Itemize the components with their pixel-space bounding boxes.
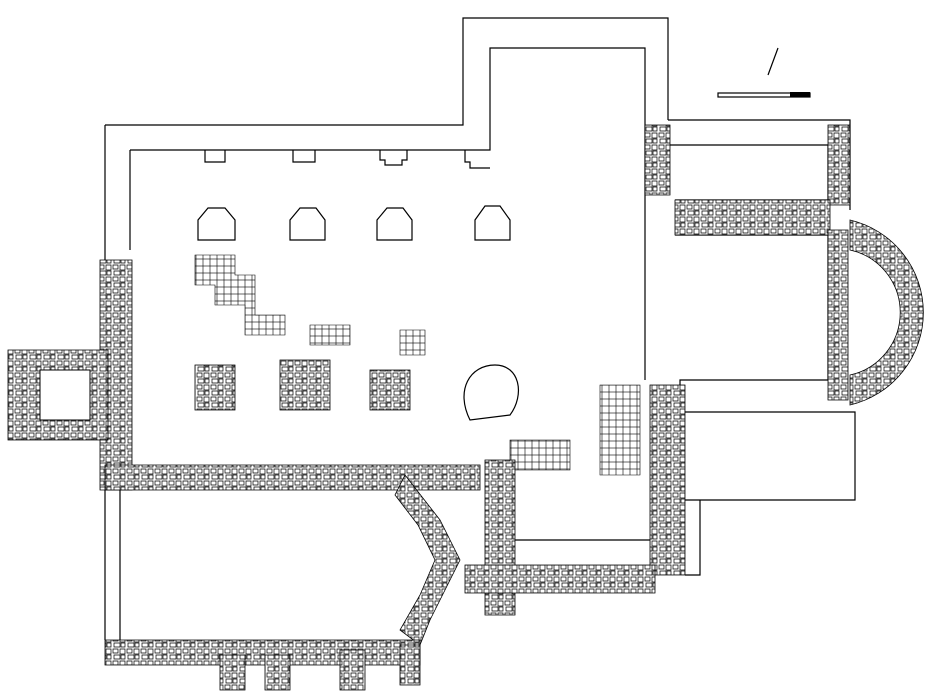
north-arrow xyxy=(717,47,811,98)
south-walls xyxy=(104,459,701,691)
window-niches xyxy=(197,205,511,241)
pilasters xyxy=(204,150,490,169)
east-annex xyxy=(644,119,924,576)
west-porch xyxy=(7,259,133,491)
floor-remains xyxy=(194,254,641,476)
